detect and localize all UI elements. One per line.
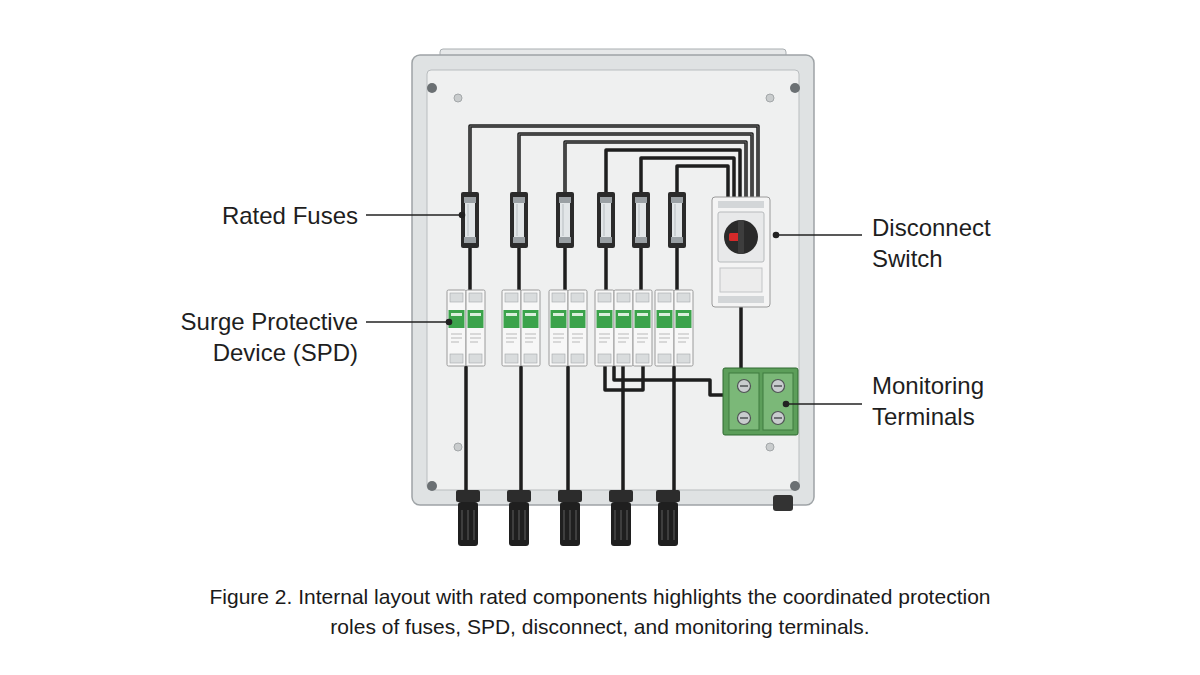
figure-caption: Figure 2. Internal layout with rated com… xyxy=(200,582,1000,642)
callout-label: Surge Protective Device (SPD) xyxy=(158,306,358,368)
fuse xyxy=(668,192,686,248)
spd-modules xyxy=(447,290,693,366)
fuse xyxy=(597,192,615,248)
spd-module xyxy=(502,290,521,366)
spd-module xyxy=(633,290,652,366)
spd-module xyxy=(447,290,466,366)
spd-module xyxy=(674,290,693,366)
back-panel xyxy=(427,70,799,490)
spd-module xyxy=(655,290,674,366)
wire-highlight xyxy=(470,126,758,197)
leader-lines xyxy=(366,213,862,407)
cable-gland xyxy=(558,490,582,546)
disconnect-switch xyxy=(712,197,770,307)
cable-gland xyxy=(456,490,480,546)
spd-module xyxy=(466,290,485,366)
fuse xyxy=(510,192,528,248)
fuse xyxy=(461,192,479,248)
cable-glands xyxy=(456,490,793,546)
corner-screws xyxy=(427,83,800,491)
monitoring-terminal-block xyxy=(723,368,798,435)
small-gland xyxy=(773,495,793,511)
spd-module xyxy=(614,290,633,366)
callout-label: Disconnect Switch xyxy=(872,212,1022,274)
wiring xyxy=(466,126,758,490)
spd-module xyxy=(595,290,614,366)
spd-module xyxy=(549,290,568,366)
spd-module xyxy=(568,290,587,366)
cable-gland xyxy=(609,490,633,546)
fuse xyxy=(556,192,574,248)
fuse-holders xyxy=(461,192,686,248)
cable-gland xyxy=(507,490,531,546)
spd-module xyxy=(521,290,540,366)
fuse xyxy=(632,192,650,248)
callout-label: Monitoring Terminals xyxy=(872,370,1032,432)
cable-gland xyxy=(656,490,680,546)
enclosure xyxy=(412,55,814,505)
callout-label: Rated Fuses xyxy=(158,200,358,231)
